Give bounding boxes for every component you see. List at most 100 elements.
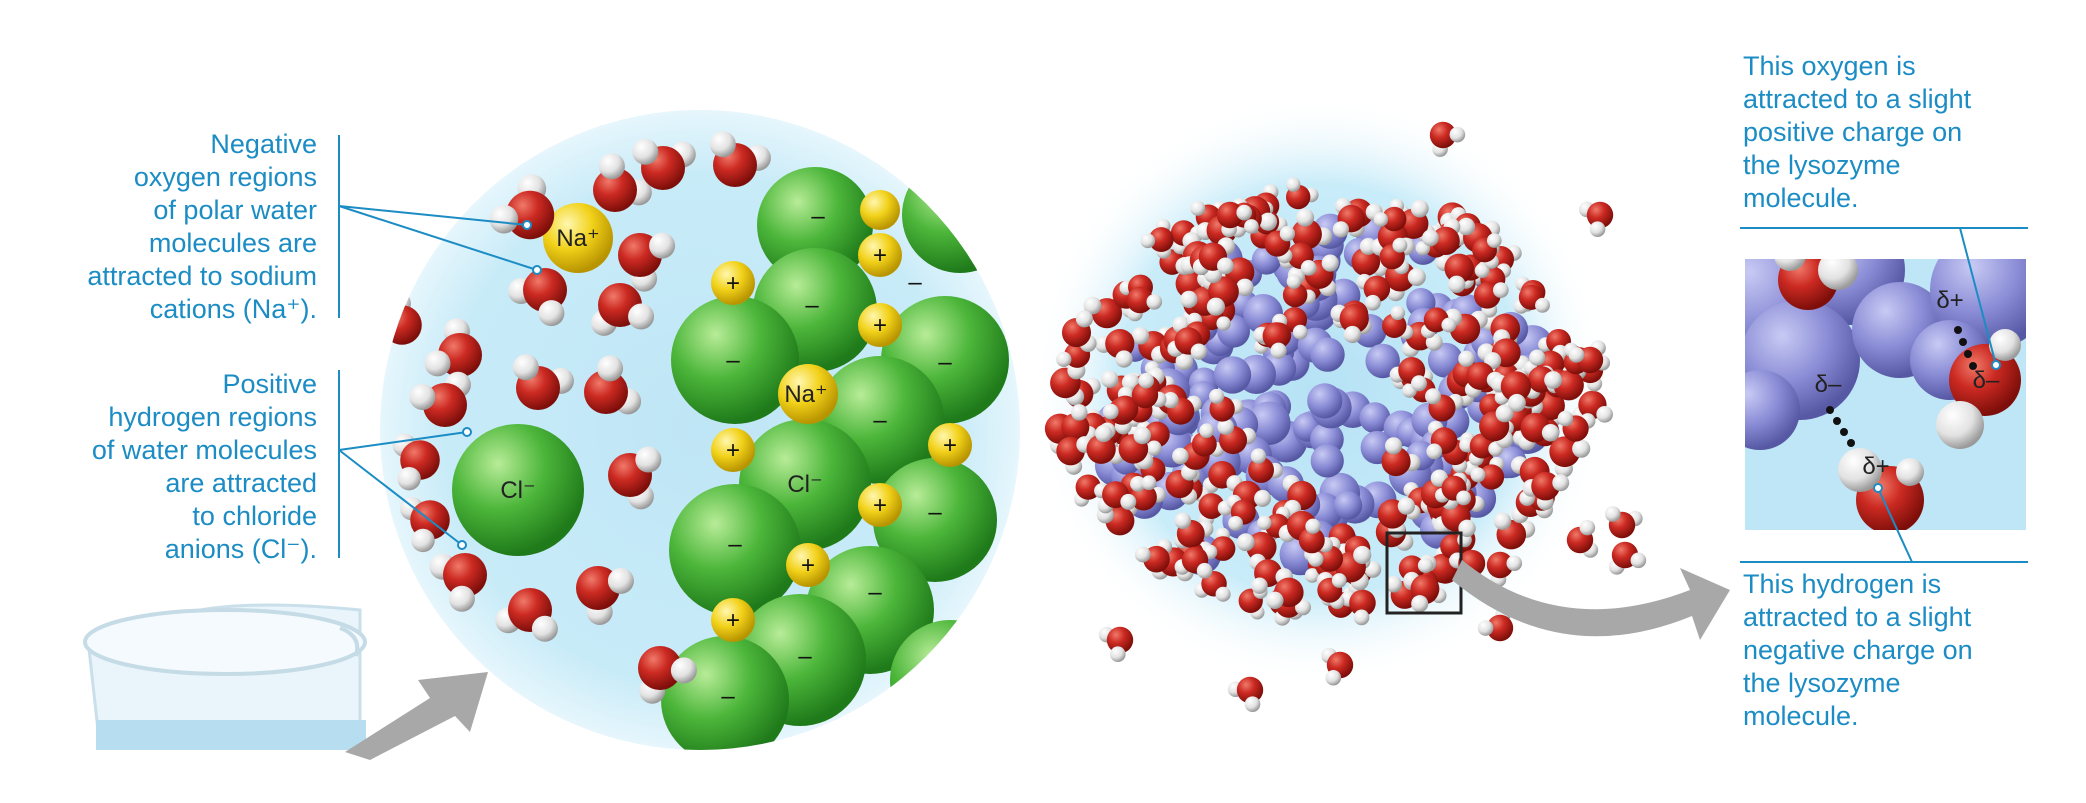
- water-molecule: [1426, 420, 1458, 460]
- water-molecules-left: [380, 131, 771, 704]
- callout-dot: [1991, 360, 2001, 370]
- water-molecule: [1227, 676, 1264, 712]
- crystal-plus-label: +: [726, 270, 740, 297]
- water-molecule: [1192, 242, 1234, 276]
- crystal-minus-label: –: [908, 269, 922, 296]
- water-molecule: [1356, 273, 1391, 311]
- water-molecule: [1291, 208, 1333, 250]
- water-molecule: [593, 153, 652, 212]
- water-molecule: [1191, 423, 1225, 457]
- water-molecule: [1126, 286, 1163, 322]
- oxygen-callout-left: Negative oxygen regions of polar water m…: [87, 129, 317, 324]
- water-molecule: [1140, 218, 1174, 252]
- water-molecule: [1470, 456, 1505, 490]
- water-molecule: [618, 232, 676, 292]
- crystal-minus-label: –: [928, 499, 942, 526]
- delta-minus-label: δ–: [1973, 367, 2000, 394]
- water-molecule: [1493, 512, 1536, 550]
- water-molecules-right: [1044, 121, 1647, 712]
- inset-panel: δ+ δ– δ– δ+: [1745, 259, 2026, 530]
- water-molecule: [1429, 121, 1466, 157]
- water-molecule: [1422, 218, 1461, 256]
- lysozyme-atom: [1307, 383, 1343, 419]
- crystal-plus-label: +: [943, 432, 957, 459]
- callout-dot: [457, 540, 467, 550]
- water-molecule: [1097, 481, 1137, 514]
- crystal-sodium-label: Na⁺: [784, 381, 827, 408]
- chloride-ion: [452, 424, 584, 556]
- water-molecule: [489, 174, 555, 240]
- crystal-minus-label: –: [938, 349, 952, 376]
- water-molecule: [1321, 647, 1354, 686]
- water-molecule: [1298, 518, 1333, 554]
- water-molecule: [1061, 310, 1097, 352]
- lysozyme-atom: [1310, 337, 1345, 372]
- water-molecule: [1604, 506, 1643, 539]
- water-molecule: [1130, 475, 1166, 511]
- lysozyme-atom: [1359, 402, 1391, 434]
- water-molecule: [1264, 226, 1296, 264]
- callout-dot: [462, 427, 472, 437]
- crystal-minus-label: –: [728, 531, 742, 558]
- water-molecule: [1382, 305, 1414, 340]
- water-molecule: [1098, 626, 1134, 663]
- water-molecule: [1086, 424, 1125, 464]
- water-molecule: [1472, 233, 1502, 269]
- lysozyme-atom: [1246, 401, 1291, 446]
- water-molecule: [1435, 475, 1471, 506]
- lysozyme-atom: [1365, 343, 1400, 379]
- water-molecule: [1174, 546, 1213, 579]
- water-molecule: [1389, 356, 1427, 392]
- delta-minus-label: δ–: [1815, 371, 1842, 398]
- zoom-arrow-right: [1452, 560, 1730, 640]
- water-molecule: [1249, 553, 1282, 594]
- water-molecule: [1518, 412, 1560, 451]
- water-molecule: [632, 138, 696, 190]
- crystal-plus-label: +: [873, 242, 887, 269]
- crystal-plus-label: +: [726, 607, 740, 634]
- lysozyme-atom: [1333, 491, 1363, 520]
- water-molecule: [512, 354, 574, 410]
- chloride-ion-label: Cl⁻: [500, 477, 535, 504]
- water-molecule: [1557, 410, 1596, 442]
- water-molecule: [1282, 274, 1316, 308]
- water-molecule: [392, 433, 440, 491]
- water-molecule: [1566, 519, 1599, 558]
- water-molecule: [1118, 426, 1154, 470]
- crystal-chloride-label: Cl⁻: [787, 471, 822, 498]
- water-molecule: [584, 355, 642, 415]
- water-molecule: [1340, 589, 1376, 626]
- sodium-ion-label: Na⁺: [556, 225, 599, 252]
- water-molecule: [1578, 201, 1614, 237]
- water-molecule: [1403, 571, 1440, 613]
- water-molecule: [1531, 471, 1570, 511]
- crystal-plus-label: +: [801, 552, 815, 579]
- water-molecule: [709, 131, 771, 187]
- water-molecule: [1226, 494, 1256, 531]
- crystal-plus-label: +: [873, 312, 887, 339]
- water-molecule: [1253, 322, 1290, 359]
- water-molecule: [1285, 177, 1319, 210]
- water-molecule: [1549, 436, 1591, 478]
- water-molecule: [1202, 460, 1243, 494]
- lysozyme-atom: [1213, 356, 1252, 394]
- sodium-ion: [543, 203, 613, 273]
- water-molecule: [1162, 392, 1202, 425]
- crystal-minus-label: –: [868, 579, 882, 606]
- delta-plus-label: δ+: [1862, 453, 1889, 480]
- water-molecule: [1332, 197, 1366, 238]
- oxygen-callout-right: This oxygen is attracted to a slight pos…: [1743, 51, 1972, 213]
- crystal-plus-label: +: [873, 492, 887, 519]
- crystal-minus-label: –: [873, 407, 887, 434]
- crystal-minus-label: –: [798, 643, 812, 670]
- water-molecule: [1095, 329, 1135, 368]
- water-molecule: [1490, 371, 1532, 412]
- callout-lines-left: [338, 135, 538, 558]
- delta-plus-label: δ+: [1936, 287, 1963, 314]
- water-molecule: [1131, 372, 1167, 409]
- water-molecule: [409, 371, 471, 427]
- crystal-minus-label: –: [726, 347, 740, 374]
- water-molecule: [1435, 253, 1474, 293]
- crystal-minus-label: –: [805, 292, 819, 319]
